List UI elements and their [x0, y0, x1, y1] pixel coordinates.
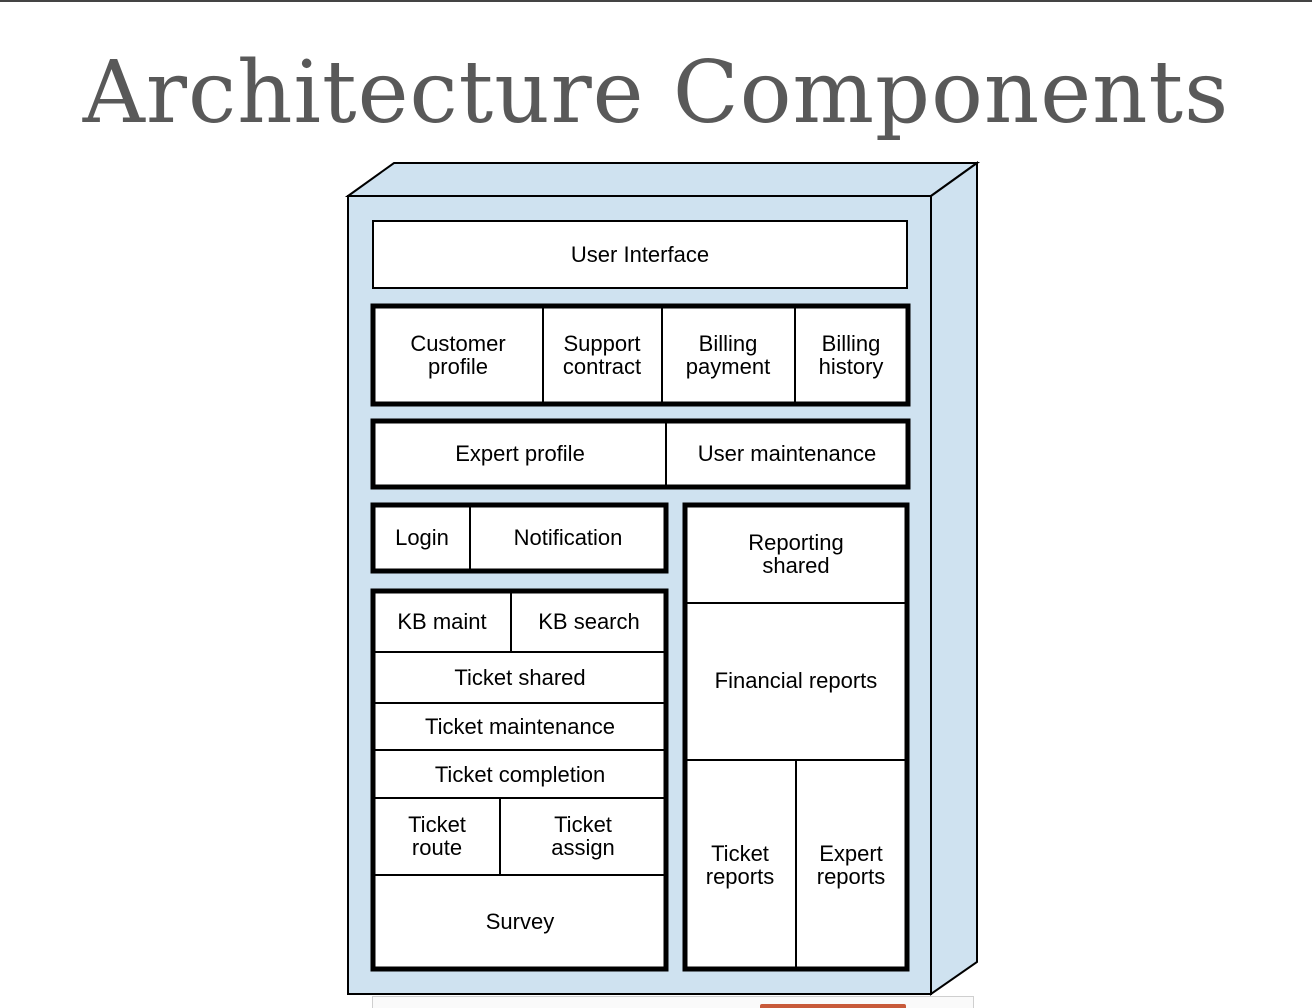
- customer-profile-label-line2: profile: [428, 354, 488, 379]
- expert-reports-label-line1: Expert: [819, 841, 883, 866]
- kb-search-label: KB search: [538, 609, 640, 634]
- ticket-completion-label: Ticket completion: [435, 762, 605, 787]
- login-notification-group: Login Notification: [370, 502, 669, 574]
- ticket-assign-label-line2: assign: [551, 835, 615, 860]
- ticket-route-label-line2: route: [412, 835, 462, 860]
- reporting-shared-label-line1: Reporting: [748, 530, 843, 555]
- reporting-shared-label-line2: shared: [762, 553, 829, 578]
- billing-history-label-line1: Billing: [822, 331, 881, 356]
- survey-label: Survey: [486, 909, 554, 934]
- ticket-shared-label: Ticket shared: [454, 665, 585, 690]
- expert-user-group: Expert profile User maintenance: [370, 418, 911, 490]
- ticket-maintenance-label: Ticket maintenance: [425, 714, 615, 739]
- user-maintenance-label: User maintenance: [698, 441, 877, 466]
- billing-history-label-line2: history: [819, 354, 884, 379]
- support-contract-label-line1: Support: [563, 331, 640, 356]
- customer-profile-label-line1: Customer: [410, 331, 505, 356]
- notification-label: Notification: [514, 525, 623, 550]
- user-interface-box: User Interface: [372, 220, 908, 289]
- support-contract-label-line2: contract: [563, 354, 641, 379]
- expert-profile-label: Expert profile: [455, 441, 585, 466]
- ticket-route-label-line1: Ticket: [408, 812, 466, 837]
- billing-payment-label-line1: Billing: [699, 331, 758, 356]
- ticket-reports-label-line1: Ticket: [711, 841, 769, 866]
- financial-reports-label: Financial reports: [715, 668, 878, 693]
- expert-reports-label-line2: reports: [817, 864, 885, 889]
- user-interface-label: User Interface: [571, 242, 709, 267]
- kb-ticket-group: KB maint KB search Ticket shared Ticket …: [370, 588, 669, 972]
- ticket-reports-label-line2: reports: [706, 864, 774, 889]
- bottom-accent-button[interactable]: [760, 1004, 906, 1008]
- container-side-face: [930, 161, 978, 996]
- reporting-group: Reporting shared Financial reports Ticke…: [682, 502, 910, 972]
- login-label: Login: [395, 525, 449, 550]
- kb-maint-label: KB maint: [397, 609, 486, 634]
- slide-title: Architecture Components: [82, 43, 1230, 143]
- billing-payment-label-line2: payment: [686, 354, 770, 379]
- ticket-assign-label-line1: Ticket: [554, 812, 612, 837]
- container-top-face: [344, 162, 981, 197]
- customer-billing-group: Customer profile Support contract Billin…: [370, 303, 911, 407]
- top-rule: [0, 0, 1312, 2]
